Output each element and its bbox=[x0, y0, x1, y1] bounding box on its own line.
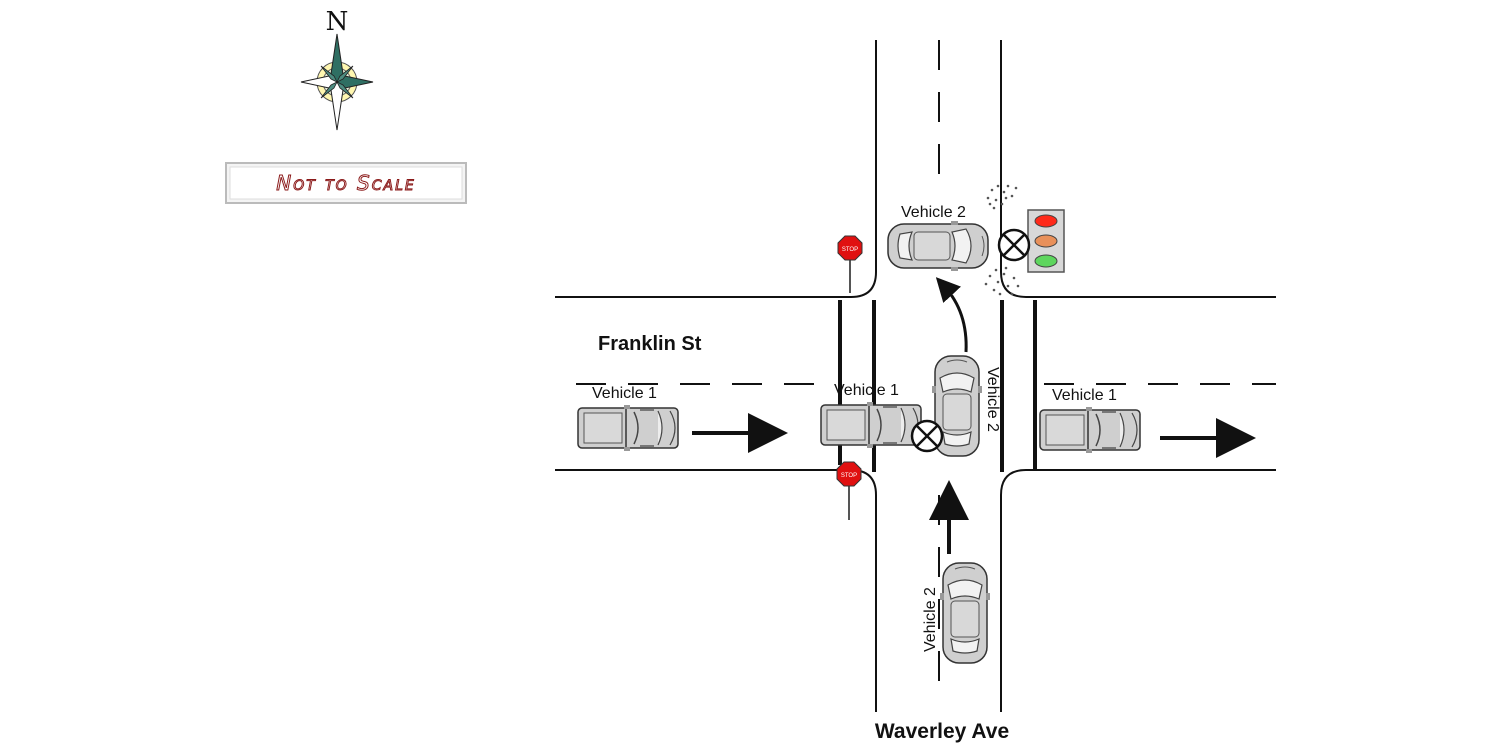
street-name-waverley: Waverley Ave bbox=[875, 720, 1009, 743]
vehicle-1-label-approach: Vehicle 1 bbox=[592, 385, 657, 402]
street-name-franklin: Franklin St bbox=[598, 333, 702, 355]
traffic-signal bbox=[1027, 209, 1065, 273]
vehicle-2-label-impact: Vehicle 2 bbox=[984, 367, 1001, 432]
vehicle-2-label-approach: Vehicle 2 bbox=[922, 587, 939, 652]
north-label: N bbox=[326, 7, 349, 37]
impact-point-1 bbox=[910, 419, 944, 453]
stop-sign-north: STOP bbox=[837, 235, 863, 293]
direction-arrows bbox=[692, 277, 1256, 554]
signal-red-light bbox=[1034, 214, 1058, 228]
debris-marks bbox=[984, 184, 1020, 296]
vehicle-2-approach bbox=[939, 562, 991, 664]
vehicle-1-final bbox=[1039, 406, 1141, 454]
vehicle-2-final bbox=[887, 220, 989, 272]
center-lines bbox=[576, 40, 1276, 700]
stop-sign-south: STOP bbox=[836, 461, 862, 520]
vehicle-1-impact bbox=[820, 401, 922, 449]
not-to-scale-note: Not to Scale bbox=[225, 162, 467, 204]
compass-rose: N bbox=[300, 7, 374, 131]
vehicle-1-approach bbox=[577, 404, 679, 452]
signal-green-light bbox=[1034, 254, 1058, 268]
signal-amber-light bbox=[1034, 234, 1058, 248]
impact-point-2 bbox=[997, 228, 1031, 262]
not-to-scale-text: Not to Scale bbox=[276, 171, 416, 195]
vehicle-1-label-impact: Vehicle 1 bbox=[834, 382, 899, 399]
stop-sign-text: STOP bbox=[842, 247, 858, 253]
vehicle-2-label-final: Vehicle 2 bbox=[901, 204, 966, 221]
arrow-vehicle-2-turn bbox=[935, 277, 968, 353]
vehicle-1-label-final: Vehicle 1 bbox=[1052, 387, 1117, 404]
road-edges bbox=[555, 40, 1276, 712]
stop-sign-text: STOP bbox=[841, 473, 857, 479]
